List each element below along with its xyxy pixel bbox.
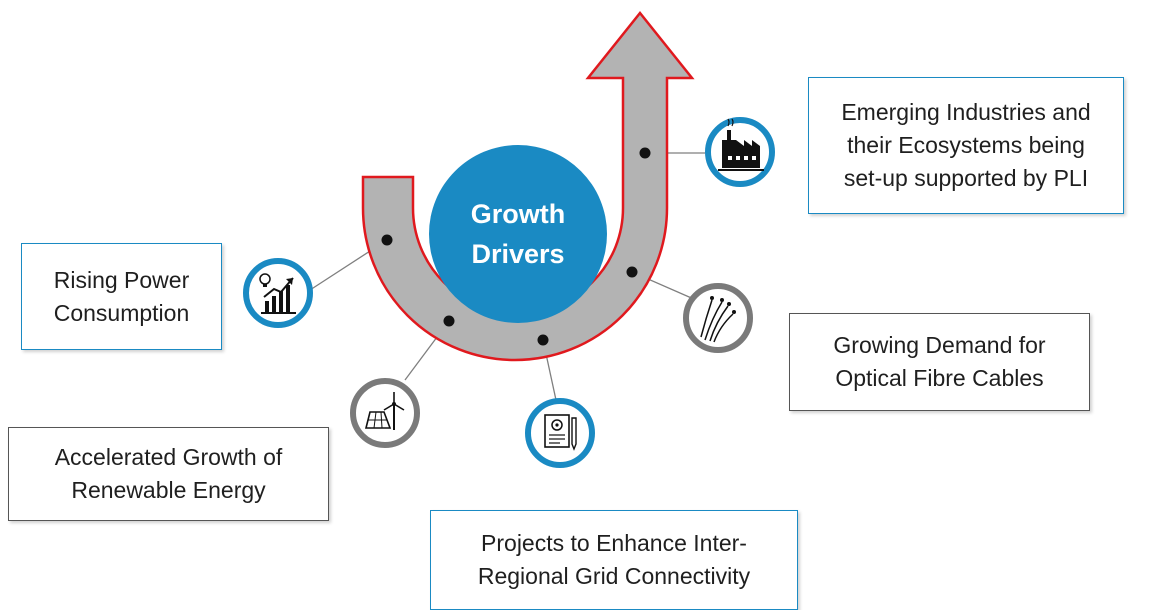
arrow-dot xyxy=(626,266,638,278)
arrow-dots xyxy=(381,147,651,346)
driver-label: Emerging Industries and their Ecosystems… xyxy=(841,99,1091,191)
arrow-dot xyxy=(381,234,393,246)
driver-box-emerging-industries: Emerging Industries and their Ecosystems… xyxy=(808,77,1124,214)
project-document-gear-icon xyxy=(525,398,595,468)
driver-label: Accelerated Growth of Renewable Energy xyxy=(54,444,283,503)
factory-icon xyxy=(705,117,775,187)
driver-label: Rising Power Consumption xyxy=(53,266,190,326)
driver-box-renewable-energy: Accelerated Growth of Renewable Energy xyxy=(8,427,329,521)
solar-wind-icon xyxy=(350,378,420,448)
driver-box-grid-connectivity: Projects to Enhance Inter- Regional Grid… xyxy=(430,510,798,610)
power-growth-chart-icon xyxy=(243,258,313,328)
driver-box-rising-power: Rising Power Consumption xyxy=(21,243,222,350)
arrow-dot xyxy=(639,147,651,159)
arrow-dot xyxy=(537,334,549,346)
center-title: Growth Drivers xyxy=(470,199,566,269)
arrow-dot xyxy=(443,315,455,327)
driver-label: Projects to Enhance Inter- Regional Grid… xyxy=(477,530,751,589)
center-circle xyxy=(429,145,607,323)
fibre-cable-icon xyxy=(683,283,753,353)
driver-label: Growing Demand for Optical Fibre Cables xyxy=(833,332,1046,391)
driver-box-optical-fibre: Growing Demand for Optical Fibre Cables xyxy=(789,313,1090,411)
